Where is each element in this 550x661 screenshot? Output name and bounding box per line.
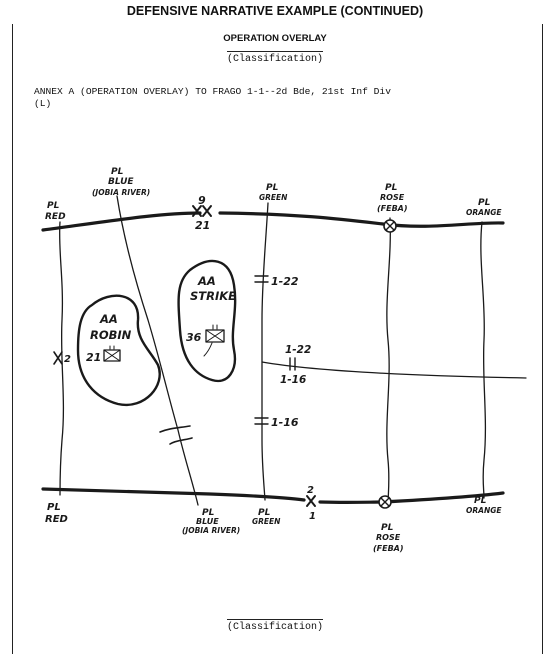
phase-line-orange	[480, 221, 487, 499]
pl-red-top-name: RED	[45, 212, 66, 222]
pl-red-bottom-name: RED	[45, 514, 68, 525]
battalion-boundary-tick	[289, 357, 296, 371]
coord-point-bottom	[378, 495, 392, 509]
pl-blue-top-name: BLUE	[108, 177, 134, 187]
boundary-top-upper: 9	[198, 194, 206, 207]
overlay-title: OPERATION OVERLAY	[223, 33, 327, 44]
pl-red-bottom-pl: PL	[47, 502, 61, 513]
frame-right-border	[542, 24, 543, 654]
pl-green-bottom-name: GREEN	[252, 517, 281, 526]
pl-green-top-name: GREEN	[259, 193, 288, 202]
frame-left-border	[12, 24, 13, 654]
pl-orange-bottom-name: ORANGE	[466, 506, 502, 515]
boundary-bottom-lower: 1	[309, 511, 316, 522]
pl-blue-top-note: (JOBIA RIVER)	[92, 188, 150, 197]
annex-heading: ANNEX A (OPERATION OVERLAY) TO FRAGO 1-1…	[34, 86, 391, 109]
assembly-area-strike	[177, 259, 237, 383]
river-crossing-mark	[159, 425, 193, 445]
coord-point-top	[383, 219, 397, 233]
assembly-area-robin	[76, 294, 161, 407]
boundary-symbol-bottom	[306, 495, 316, 507]
pl-blue-bottom-pl: PL	[202, 508, 215, 518]
unit-label-upper: 1-22	[271, 275, 299, 288]
aa-strike-aa: AA	[197, 274, 216, 288]
boundary-symbol-left	[53, 351, 63, 365]
pl-rose-bottom-note: (FEBA)	[373, 544, 404, 553]
pl-rose-top-name: ROSE	[380, 193, 405, 202]
pl-rose-top-note: (FEBA)	[377, 204, 408, 213]
page-header-title: DEFENSIVE NARRATIVE EXAMPLE (CONTINUED)	[126, 4, 424, 18]
pl-rose-top-pl: PL	[385, 183, 398, 193]
unit-label-lower: 1-16	[271, 416, 299, 429]
aa-robin-aa: AA	[99, 312, 118, 326]
bottom-front-line	[41, 487, 505, 505]
green-boundary-tick-lower	[254, 417, 269, 425]
classification-top-text: (Classification)	[226, 51, 323, 65]
pl-rose-bottom-pl: PL	[381, 523, 394, 533]
phase-line-blue	[116, 195, 199, 506]
phase-line-red	[58, 221, 65, 496]
unit-symbol-strike	[203, 324, 225, 357]
pl-green-top-pl: PL	[266, 183, 279, 193]
pl-orange-bottom-pl: PL	[474, 496, 487, 506]
pl-blue-bottom-name: BLUE	[196, 517, 219, 526]
aa-robin-unit: 21	[86, 351, 101, 364]
pl-orange-top-pl: PL	[478, 198, 491, 208]
unit-symbol-robin	[103, 345, 121, 362]
battalion-boundary	[261, 361, 527, 379]
aa-robin-name: ROBIN	[90, 328, 132, 342]
pl-blue-top-pl: PL	[111, 167, 124, 177]
boundary-top-lower: 21	[195, 219, 210, 232]
aa-strike-name: STRIKE	[190, 289, 236, 303]
boundary-bottom-upper: 2	[307, 485, 314, 496]
pl-red-top-pl: PL	[47, 201, 60, 211]
classification-bottom: (Classification)	[0, 619, 550, 633]
pl-blue-bottom-note: (JOBIA RIVER)	[182, 526, 240, 535]
pl-rose-bottom-name: ROSE	[376, 533, 401, 542]
pl-green-bottom-pl: PL	[258, 508, 271, 518]
classification-bottom-text: (Classification)	[226, 619, 323, 633]
boundary-symbol-top	[192, 205, 212, 217]
green-boundary-tick-upper	[254, 275, 269, 283]
phase-line-rose	[386, 217, 391, 506]
boundary-left-unit: 2	[64, 354, 71, 365]
phase-line-green	[261, 202, 269, 501]
top-front-line	[41, 211, 505, 232]
pl-orange-top-name: ORANGE	[466, 208, 502, 217]
unit-label-middle-upper: 1-22	[285, 344, 311, 356]
classification-top: (Classification)	[0, 51, 550, 65]
unit-label-middle-lower: 1-16	[280, 374, 306, 386]
aa-strike-unit: 36	[186, 331, 202, 344]
